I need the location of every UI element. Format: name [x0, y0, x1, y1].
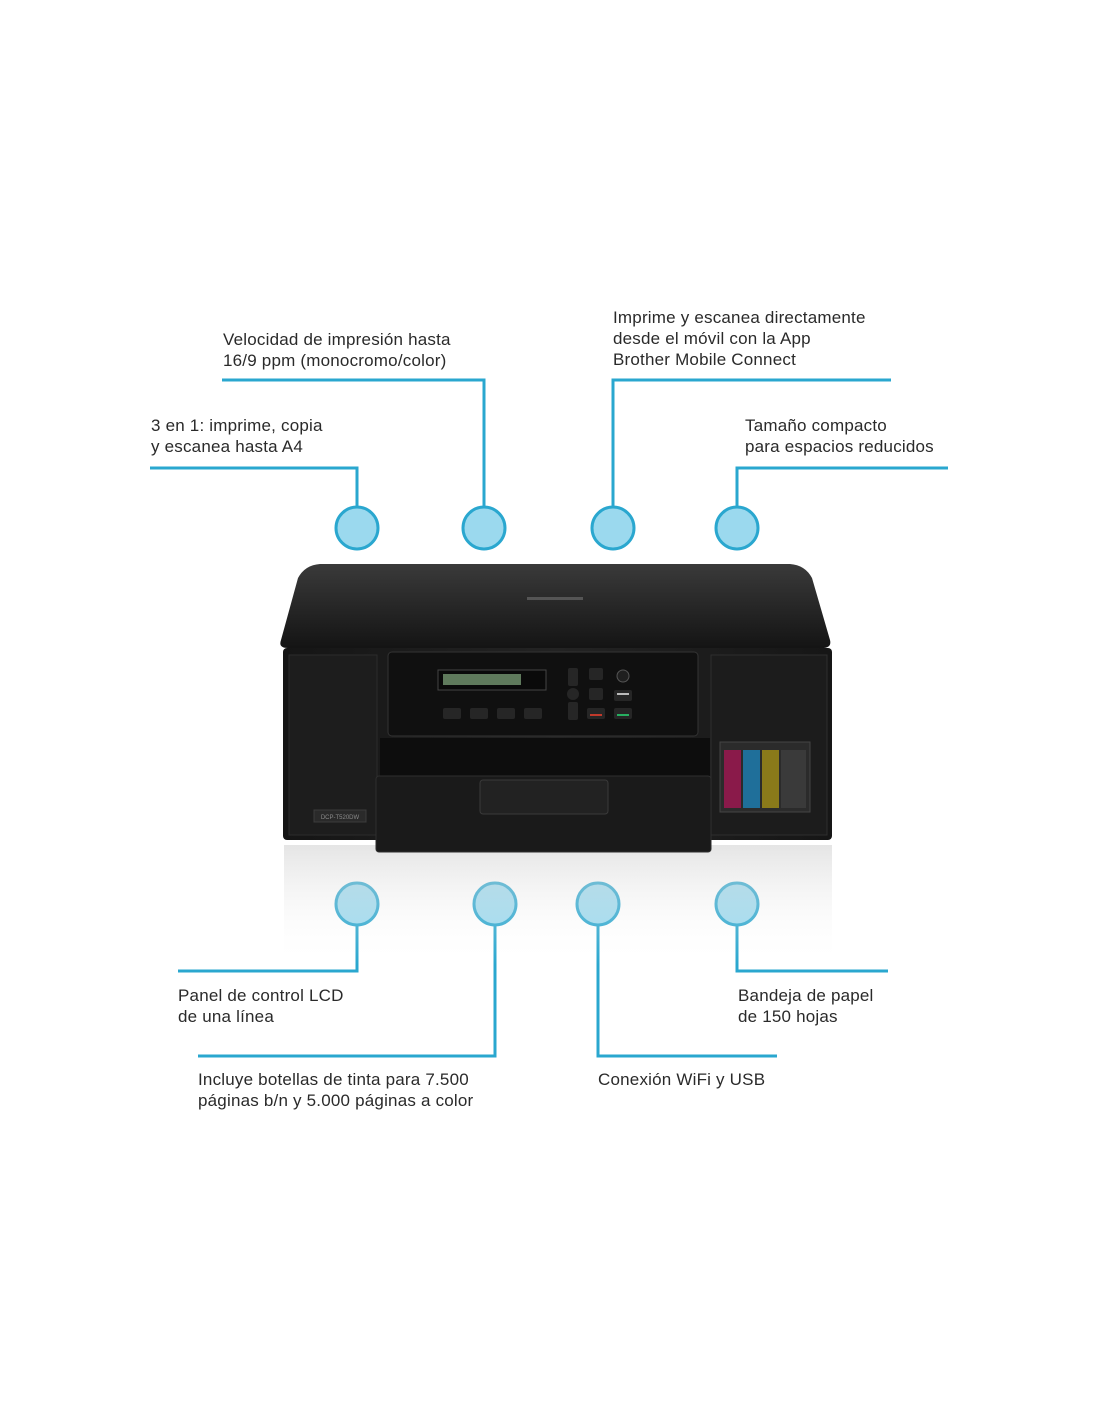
connector-three-in-one: [150, 466, 359, 507]
feature-compact-line-2: para espacios reducidos: [745, 437, 934, 456]
feature-speed: Velocidad de impresión hasta 16/9 ppm (m…: [223, 329, 451, 371]
colour-indicator: [617, 714, 629, 716]
marker-mobile: [590, 505, 636, 551]
feature-mobile-line-2: desde el móvil con la App: [613, 329, 811, 348]
feature-connectivity: Conexión WiFi y USB: [598, 1069, 765, 1090]
connector-speed: [222, 378, 486, 507]
down-button[interactable]: [568, 702, 578, 720]
feature-lcd-panel: Panel de control LCD de una línea: [178, 985, 344, 1027]
feature-lcd-panel-line-1: Panel de control LCD: [178, 986, 344, 1005]
ink-tank-black: [781, 750, 806, 808]
lcd-display: [443, 674, 521, 685]
mono-start-button[interactable]: [614, 690, 632, 701]
control-panel: [387, 651, 699, 737]
feature-speed-line-2: 16/9 ppm (monocromo/color): [223, 351, 447, 370]
paper-tray-handle[interactable]: [479, 779, 609, 815]
copy-quality-button[interactable]: [470, 708, 488, 719]
connector-ink: [198, 925, 497, 1058]
feature-mobile-line-3: Brother Mobile Connect: [613, 350, 796, 369]
marker-compact: [714, 505, 760, 551]
connector-connectivity: [596, 925, 777, 1058]
feature-ink-line-2: páginas b/n y 5.000 páginas a color: [198, 1091, 474, 1110]
model-label: DCP-T520DW: [321, 815, 360, 821]
marker-speed: [461, 505, 507, 551]
scan-button[interactable]: [589, 688, 603, 700]
ink-tank-cyan: [743, 750, 760, 808]
feature-tray: Bandeja de papel de 150 hojas: [738, 985, 874, 1027]
feature-tray-line-1: Bandeja de papel: [738, 986, 874, 1005]
connector-mobile: [611, 378, 891, 507]
feature-tray-line-2: de 150 hojas: [738, 1007, 838, 1026]
feature-compact-line-1: Tamaño compacto: [745, 416, 887, 435]
feature-compact: Tamaño compacto para espacios reducidos: [745, 415, 934, 457]
feature-speed-line-1: Velocidad de impresión hasta: [223, 330, 451, 349]
stop-exit-button[interactable]: [587, 708, 605, 719]
feature-mobile-line-1: Imprime y escanea directamente: [613, 308, 866, 327]
stop-indicator: [590, 714, 602, 716]
feature-ink-line-1: Incluye botellas de tinta para 7.500: [198, 1070, 469, 1089]
ink-tank-yellow: [762, 750, 779, 808]
output-opening: [380, 738, 710, 776]
left-side-panel: [288, 654, 378, 836]
model-plate: [313, 809, 367, 823]
feature-connectivity-line-1: Conexión WiFi y USB: [598, 1070, 766, 1089]
power-icon[interactable]: [616, 669, 630, 683]
up-button[interactable]: [568, 668, 578, 686]
feature-three-in-one: 3 en 1: imprime, copia y escanea hasta A…: [151, 415, 323, 457]
marker-three-in-one: [334, 505, 380, 551]
feature-three-in-one-line-1: 3 en 1: imprime, copia: [151, 416, 323, 435]
feature-ink: Incluye botellas de tinta para 7.500 pág…: [198, 1069, 473, 1111]
copy-scan-options-button[interactable]: [497, 708, 515, 719]
ok-button[interactable]: [567, 688, 579, 700]
mono-indicator: [617, 693, 629, 695]
brand-mark: [527, 597, 583, 600]
wifi-button[interactable]: [589, 668, 603, 680]
enlarge-reduce-button[interactable]: [443, 708, 461, 719]
printer-reflection: [284, 845, 832, 965]
feature-three-in-one-line-2: y escanea hasta A4: [151, 437, 303, 456]
colour-start-button[interactable]: [614, 708, 632, 719]
feature-mobile: Imprime y escanea directamente desde el …: [613, 307, 866, 370]
ink-tank-magenta: [724, 750, 741, 808]
menu-button[interactable]: [524, 708, 542, 719]
connector-compact: [735, 466, 948, 507]
printer-lid: [280, 564, 831, 648]
feature-lcd-panel-line-2: de una línea: [178, 1007, 274, 1026]
